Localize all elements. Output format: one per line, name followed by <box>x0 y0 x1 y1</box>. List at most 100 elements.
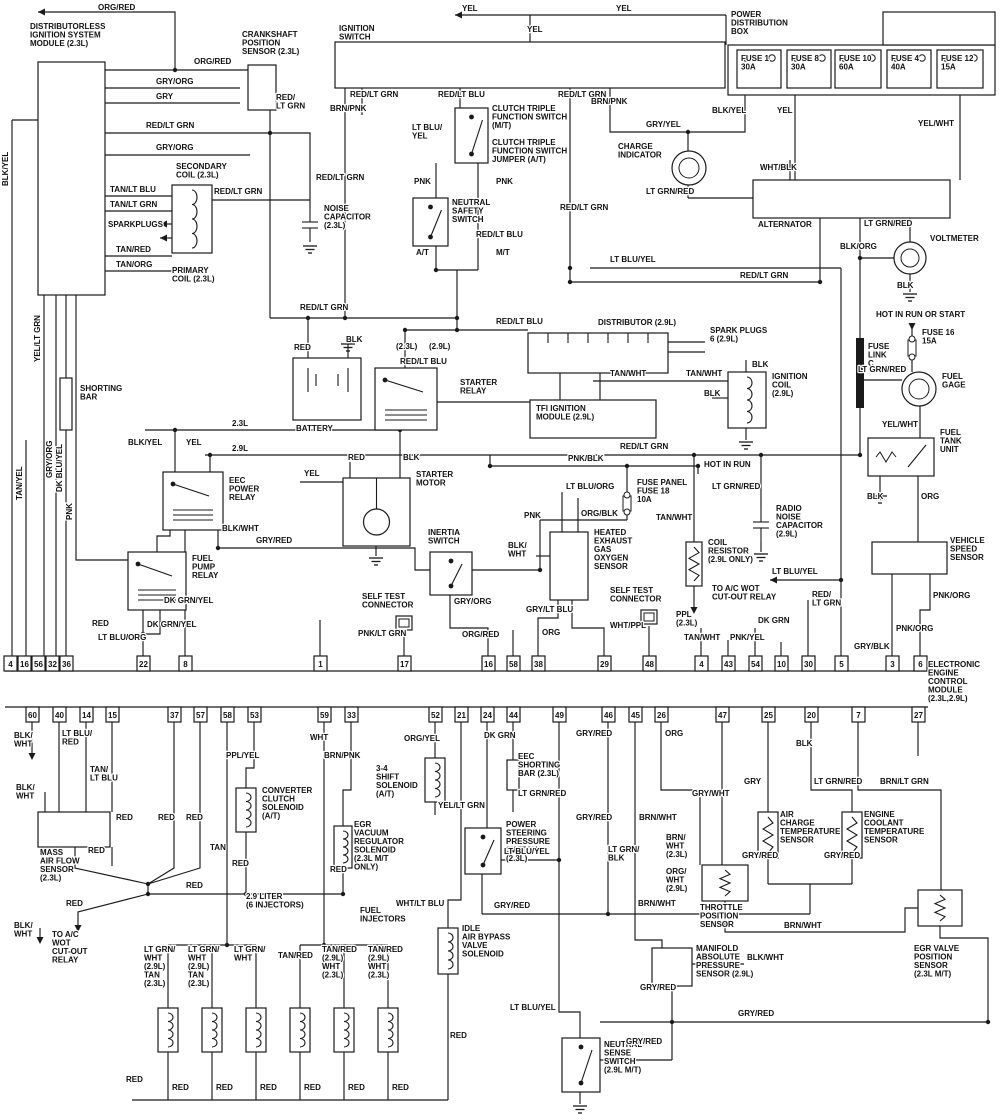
wire-label: TAN/RED <box>116 245 151 254</box>
wire-label: PPL(2.3L) <box>676 610 698 628</box>
wire-label: TAN/LT BLU <box>90 765 118 783</box>
fuse-link-c-symbol <box>856 338 864 408</box>
arrow-icon <box>455 11 462 19</box>
self-test-connector-1-symbol <box>395 615 413 631</box>
wire-label: ORG/RED <box>194 57 232 66</box>
wire-label: BRN/WHT(2.3L) <box>666 833 688 859</box>
ecm-terminal-box <box>601 706 616 723</box>
ecm-terminal-box <box>220 706 235 723</box>
ecm-terminal-number: 7 <box>856 711 861 720</box>
wire-label: (2.3L) <box>396 342 418 351</box>
junction-dot <box>454 315 460 321</box>
wire-label: BLK/WHT <box>16 783 35 801</box>
neutral-safety-switch-symbol <box>412 197 449 247</box>
ecm-terminal-box <box>247 706 262 723</box>
wire-label: RED <box>172 1083 189 1092</box>
fuel-pump-relay-symbol <box>127 551 187 611</box>
ecm-terminal-number: 45 <box>631 711 640 720</box>
wire <box>724 901 918 933</box>
wire-label: RED <box>186 881 203 890</box>
ecm-terminal-number: 60 <box>28 711 37 720</box>
wire-label: ORG <box>665 729 683 738</box>
wire-label: YEL <box>304 469 320 478</box>
ecm-terminal-number: 33 <box>347 711 356 720</box>
wire-label: TAN/WHT <box>684 633 720 642</box>
wire-label: LT GRN/RED <box>864 219 913 228</box>
at-tag-label: A/T <box>416 248 429 257</box>
ecm-terminal-number: 44 <box>509 711 518 720</box>
wire-label: TAN/ORG <box>116 260 152 269</box>
wire-label: TAN/RED(2.9L)WHT(2.3L) <box>322 945 357 980</box>
wire-label: GRY/RED <box>626 1037 662 1046</box>
wire-label: GRY/RED <box>824 851 860 860</box>
wire <box>147 722 175 885</box>
mass-air-flow-sensor-symbol <box>37 811 111 848</box>
wire-label: LT BLU/YEL <box>504 847 550 856</box>
ecm-terminal-number: 14 <box>82 711 91 720</box>
ecm-terminal-number: 29 <box>600 660 609 669</box>
inertia-switch-symbol <box>429 551 473 596</box>
eec-shorting-bar-symbol <box>506 759 520 791</box>
ecm-terminal-box <box>317 706 332 723</box>
junction-dot <box>243 891 249 897</box>
shift-solenoid-34-symbol <box>424 757 446 803</box>
junction-dot <box>556 857 562 863</box>
junction-dot <box>985 1019 991 1025</box>
ecm-terminal-box <box>31 655 46 672</box>
wire-label: PPL/YEL <box>226 751 259 760</box>
wire <box>217 530 430 571</box>
ecm-terminal-box <box>59 655 74 672</box>
arrow-icon <box>908 323 916 330</box>
junction-dot <box>340 891 346 897</box>
battery-symbol <box>292 357 362 421</box>
wire-label: DK GRN <box>484 731 516 740</box>
wire-label: TAN/WHT <box>686 369 722 378</box>
junction-dot <box>215 545 221 551</box>
wire-label: RED <box>392 1083 409 1092</box>
ecm-terminal-number: 3 <box>890 660 895 669</box>
ignition-coil-29-symbol <box>727 371 767 429</box>
wire-label: BLK <box>752 360 769 369</box>
wire-label: RED/LT BLU <box>438 90 485 99</box>
ecm-terminal-number: 10 <box>777 660 786 669</box>
junction-dot <box>567 265 573 271</box>
ecm-terminal-number: 17 <box>400 660 409 669</box>
wire-label: BRN/PNK <box>324 751 361 760</box>
wire-label: ORG/BLK <box>581 509 618 518</box>
wire-label: RED <box>348 1083 365 1092</box>
wire-label: LT BLU/YEL <box>510 1003 556 1012</box>
ecm-terminal-box <box>3 655 18 672</box>
junction-dot <box>342 315 348 321</box>
wire-label: BLK/YEL <box>1 152 10 186</box>
ecm-terminal-box <box>913 655 928 672</box>
ecm-terminal-box <box>774 655 789 672</box>
ecm-terminal-box <box>428 706 443 723</box>
wire-label: GRY/BLK <box>854 642 890 651</box>
ecm-terminal-number: 24 <box>483 711 492 720</box>
wire-label: LT BLU/YEL <box>412 123 443 141</box>
wires-layer <box>5 8 991 1114</box>
wire-label: RED <box>450 1031 467 1040</box>
wire-label: GRY/RED <box>576 729 612 738</box>
wire <box>634 722 663 948</box>
wire-label: YEL/LT GRN <box>438 801 485 810</box>
arrow-icon <box>770 576 777 584</box>
ecm-terminal-number: 58 <box>509 660 518 669</box>
ecm-terminal-number: 15 <box>108 711 117 720</box>
junction-dot <box>537 567 543 573</box>
wire-label: LT GRN/WHT(2.9L)TAN(2.3L) <box>144 945 176 988</box>
ecm-terminal-box <box>105 706 120 723</box>
wire-label: TAN/RED(2.9L)WHT(2.3L) <box>368 945 403 980</box>
wire-label: LT BLU/RED <box>62 729 93 747</box>
ecm-terminal-box <box>694 655 709 672</box>
